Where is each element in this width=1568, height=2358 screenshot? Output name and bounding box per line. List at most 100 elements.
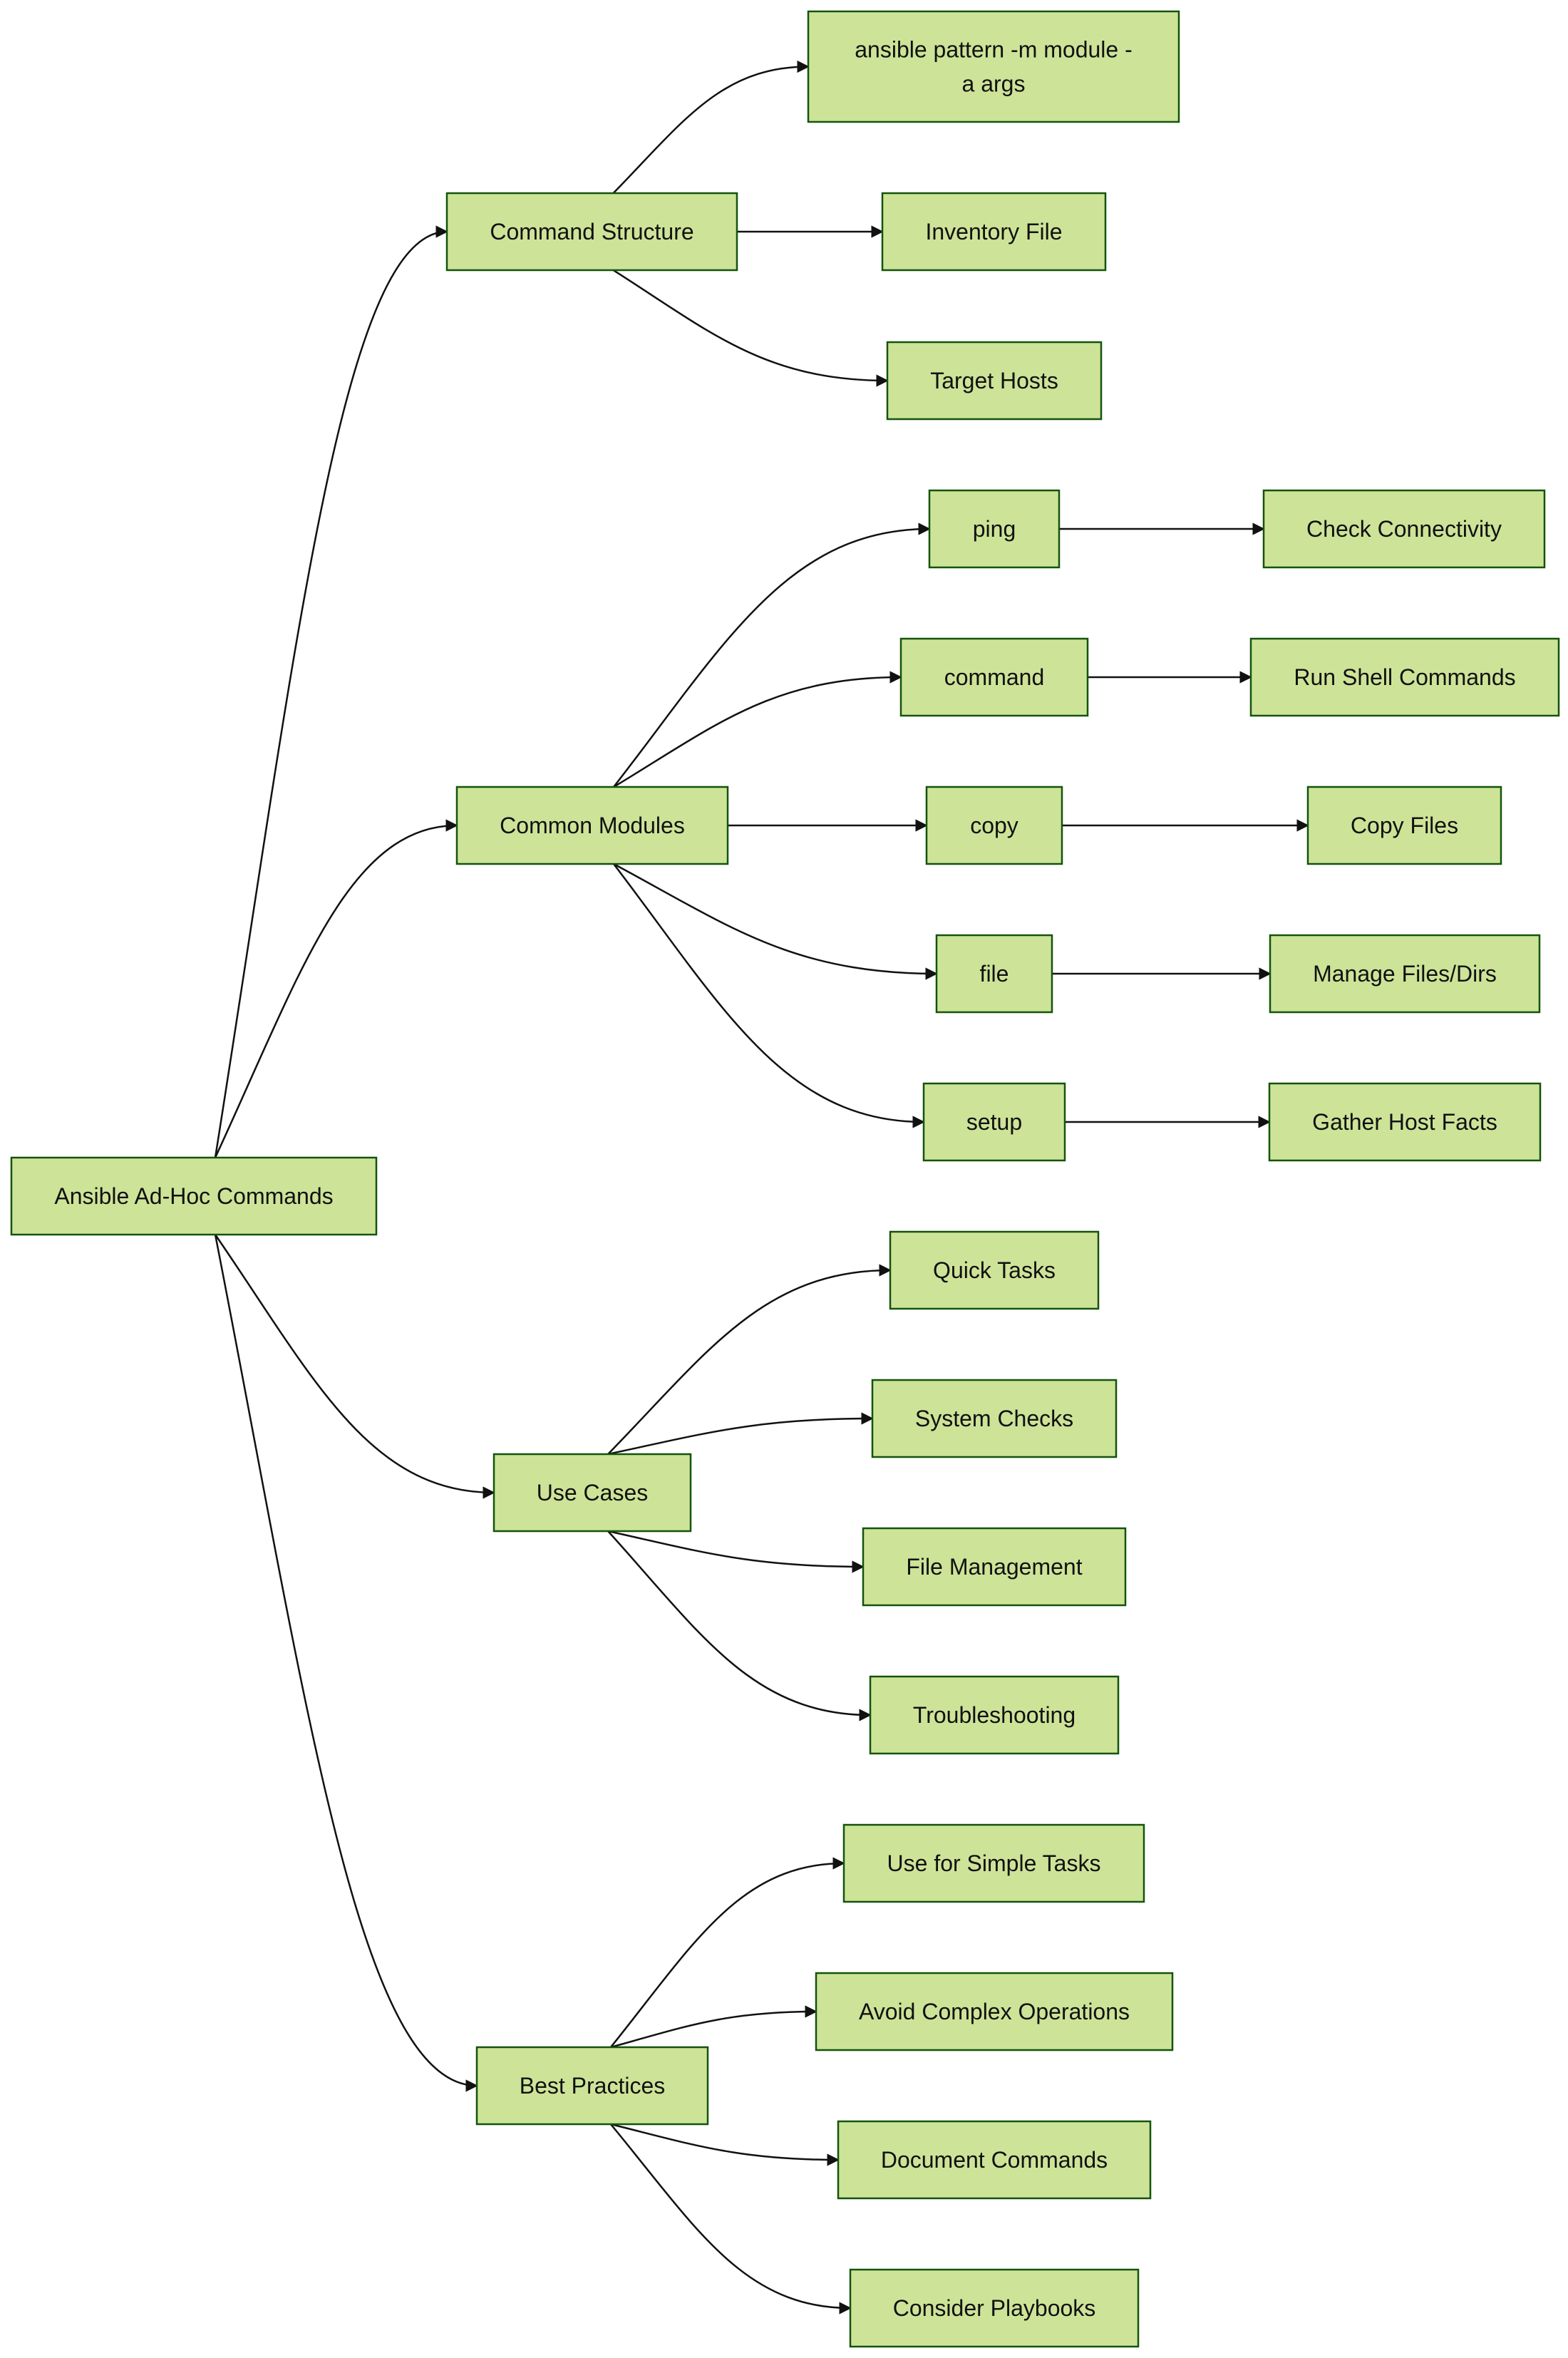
node-cmd-structure: Command Structure (445, 192, 738, 272)
node-root: Ansible Ad-Hoc Commands (10, 1156, 378, 1236)
edge-use-cases-to-quick-tasks (607, 1264, 892, 1455)
node-system-checks: System Checks (871, 1379, 1118, 1458)
edge-cmd-structure-to-targets (612, 269, 889, 387)
node-inventory: Inventory File (881, 192, 1107, 272)
node-box-avoid-complex (815, 1972, 1174, 2051)
node-box-playbooks (849, 2268, 1140, 2348)
node-check-conn: Check Connectivity (1262, 489, 1546, 569)
edge-cmd-structure-to-syntax (612, 60, 810, 194)
edge-root-to-use-cases (214, 1234, 495, 1499)
node-label-targets: Target Hosts (930, 368, 1058, 393)
node-simple-tasks: Use for Simple Tasks (842, 1823, 1145, 1903)
node-quick-tasks: Quick Tasks (889, 1230, 1100, 1310)
node-box-file (935, 934, 1053, 1014)
node-label-syntax: ansible pattern -m module - (855, 37, 1133, 63)
node-troubleshooting: Troubleshooting (869, 1675, 1120, 1755)
node-document: Document Commands (837, 2120, 1152, 2200)
node-box-system-checks (871, 1379, 1118, 1458)
node-copy-files: Copy Files (1306, 786, 1502, 865)
node-label-syntax: a args (962, 71, 1026, 97)
node-modules: Common Modules (455, 786, 729, 865)
node-box-best-practices (475, 2046, 709, 2126)
node-label-modules: Common Modules (500, 813, 685, 838)
edge-use-cases-to-system-checks (607, 1412, 874, 1456)
edge-best-practices-to-simple-tasks (609, 1857, 845, 2048)
edge-root-to-best-practices (214, 1234, 478, 2092)
edge-modules-to-command (613, 671, 902, 788)
edge-best-practices-to-document (610, 2123, 840, 2166)
node-label-troubleshooting: Troubleshooting (913, 1702, 1076, 1728)
node-box-troubleshooting (869, 1675, 1120, 1755)
node-label-playbooks: Consider Playbooks (893, 2295, 1096, 2321)
node-box-run-shell (1249, 637, 1560, 717)
node-copy: copy (925, 786, 1063, 865)
node-use-cases: Use Cases (492, 1453, 692, 1533)
node-box-copy-files (1306, 786, 1502, 865)
node-box-targets (886, 341, 1103, 421)
node-targets: Target Hosts (886, 341, 1103, 421)
node-box-copy (925, 786, 1063, 865)
node-file-mgmt: File Management (862, 1527, 1127, 1607)
node-box-quick-tasks (889, 1230, 1100, 1310)
node-label-copy: copy (970, 813, 1018, 838)
nodes-layer: Ansible Ad-Hoc Commands Command Structure… (10, 10, 1560, 2348)
edge-root-to-modules (214, 819, 458, 1158)
edge-root-to-cmd-structure (214, 225, 448, 1158)
edge-modules-to-setup (613, 863, 925, 1128)
node-run-shell: Run Shell Commands (1249, 637, 1560, 717)
node-box-manage-files (1269, 934, 1541, 1014)
node-syntax: ansible pattern -m module - a args (807, 10, 1180, 123)
node-label-avoid-complex: Avoid Complex Operations (859, 1999, 1130, 2024)
node-label-manage-files: Manage Files/Dirs (1313, 961, 1497, 987)
node-box-cmd-structure (445, 192, 738, 272)
node-box-modules (455, 786, 729, 865)
edge-use-cases-to-file-mgmt (607, 1530, 865, 1573)
node-playbooks: Consider Playbooks (849, 2268, 1140, 2348)
node-label-run-shell: Run Shell Commands (1294, 664, 1515, 690)
node-box-ping (928, 489, 1061, 569)
edges-layer (214, 60, 1309, 2315)
node-label-document: Document Commands (881, 2147, 1108, 2173)
node-label-check-conn: Check Connectivity (1306, 516, 1502, 542)
edge-use-cases-to-troubleshooting (607, 1530, 872, 1721)
node-label-setup: setup (966, 1109, 1022, 1135)
node-manage-files: Manage Files/Dirs (1269, 934, 1541, 1014)
edge-best-practices-to-avoid-complex (610, 2005, 817, 2049)
node-label-file: file (980, 961, 1009, 987)
node-label-gather-facts: Gather Host Facts (1312, 1109, 1497, 1135)
node-setup: setup (922, 1082, 1066, 1162)
node-box-command (899, 637, 1089, 717)
node-box-syntax (807, 10, 1180, 123)
node-box-check-conn (1262, 489, 1546, 569)
node-gather-facts: Gather Host Facts (1268, 1082, 1542, 1162)
edge-best-practices-to-playbooks (609, 2123, 852, 2315)
node-box-inventory (881, 192, 1107, 272)
edge-modules-to-file (613, 863, 938, 980)
node-box-simple-tasks (842, 1823, 1145, 1903)
node-best-practices: Best Practices (475, 2046, 709, 2126)
node-label-ping: ping (973, 516, 1016, 542)
node-label-quick-tasks: Quick Tasks (933, 1257, 1056, 1283)
node-label-simple-tasks: Use for Simple Tasks (887, 1850, 1101, 1876)
node-ping: ping (928, 489, 1061, 569)
node-label-command: command (944, 664, 1045, 690)
node-label-inventory: Inventory File (925, 219, 1062, 244)
node-box-gather-facts (1268, 1082, 1542, 1162)
node-file: file (935, 934, 1053, 1014)
node-box-setup (922, 1082, 1066, 1162)
node-label-file-mgmt: File Management (906, 1554, 1082, 1580)
node-label-best-practices: Best Practices (520, 2073, 666, 2099)
node-avoid-complex: Avoid Complex Operations (815, 1972, 1174, 2051)
node-label-system-checks: System Checks (915, 1406, 1073, 1431)
node-label-copy-files: Copy Files (1351, 813, 1458, 838)
node-box-root (10, 1156, 378, 1236)
edge-modules-to-ping (613, 522, 931, 788)
node-box-file-mgmt (862, 1527, 1127, 1607)
node-label-root: Ansible Ad-Hoc Commands (54, 1183, 333, 1209)
node-box-use-cases (492, 1453, 692, 1533)
node-command: command (899, 637, 1089, 717)
node-label-use-cases: Use Cases (537, 1480, 649, 1505)
node-box-document (837, 2120, 1152, 2200)
node-label-cmd-structure: Command Structure (490, 219, 693, 244)
